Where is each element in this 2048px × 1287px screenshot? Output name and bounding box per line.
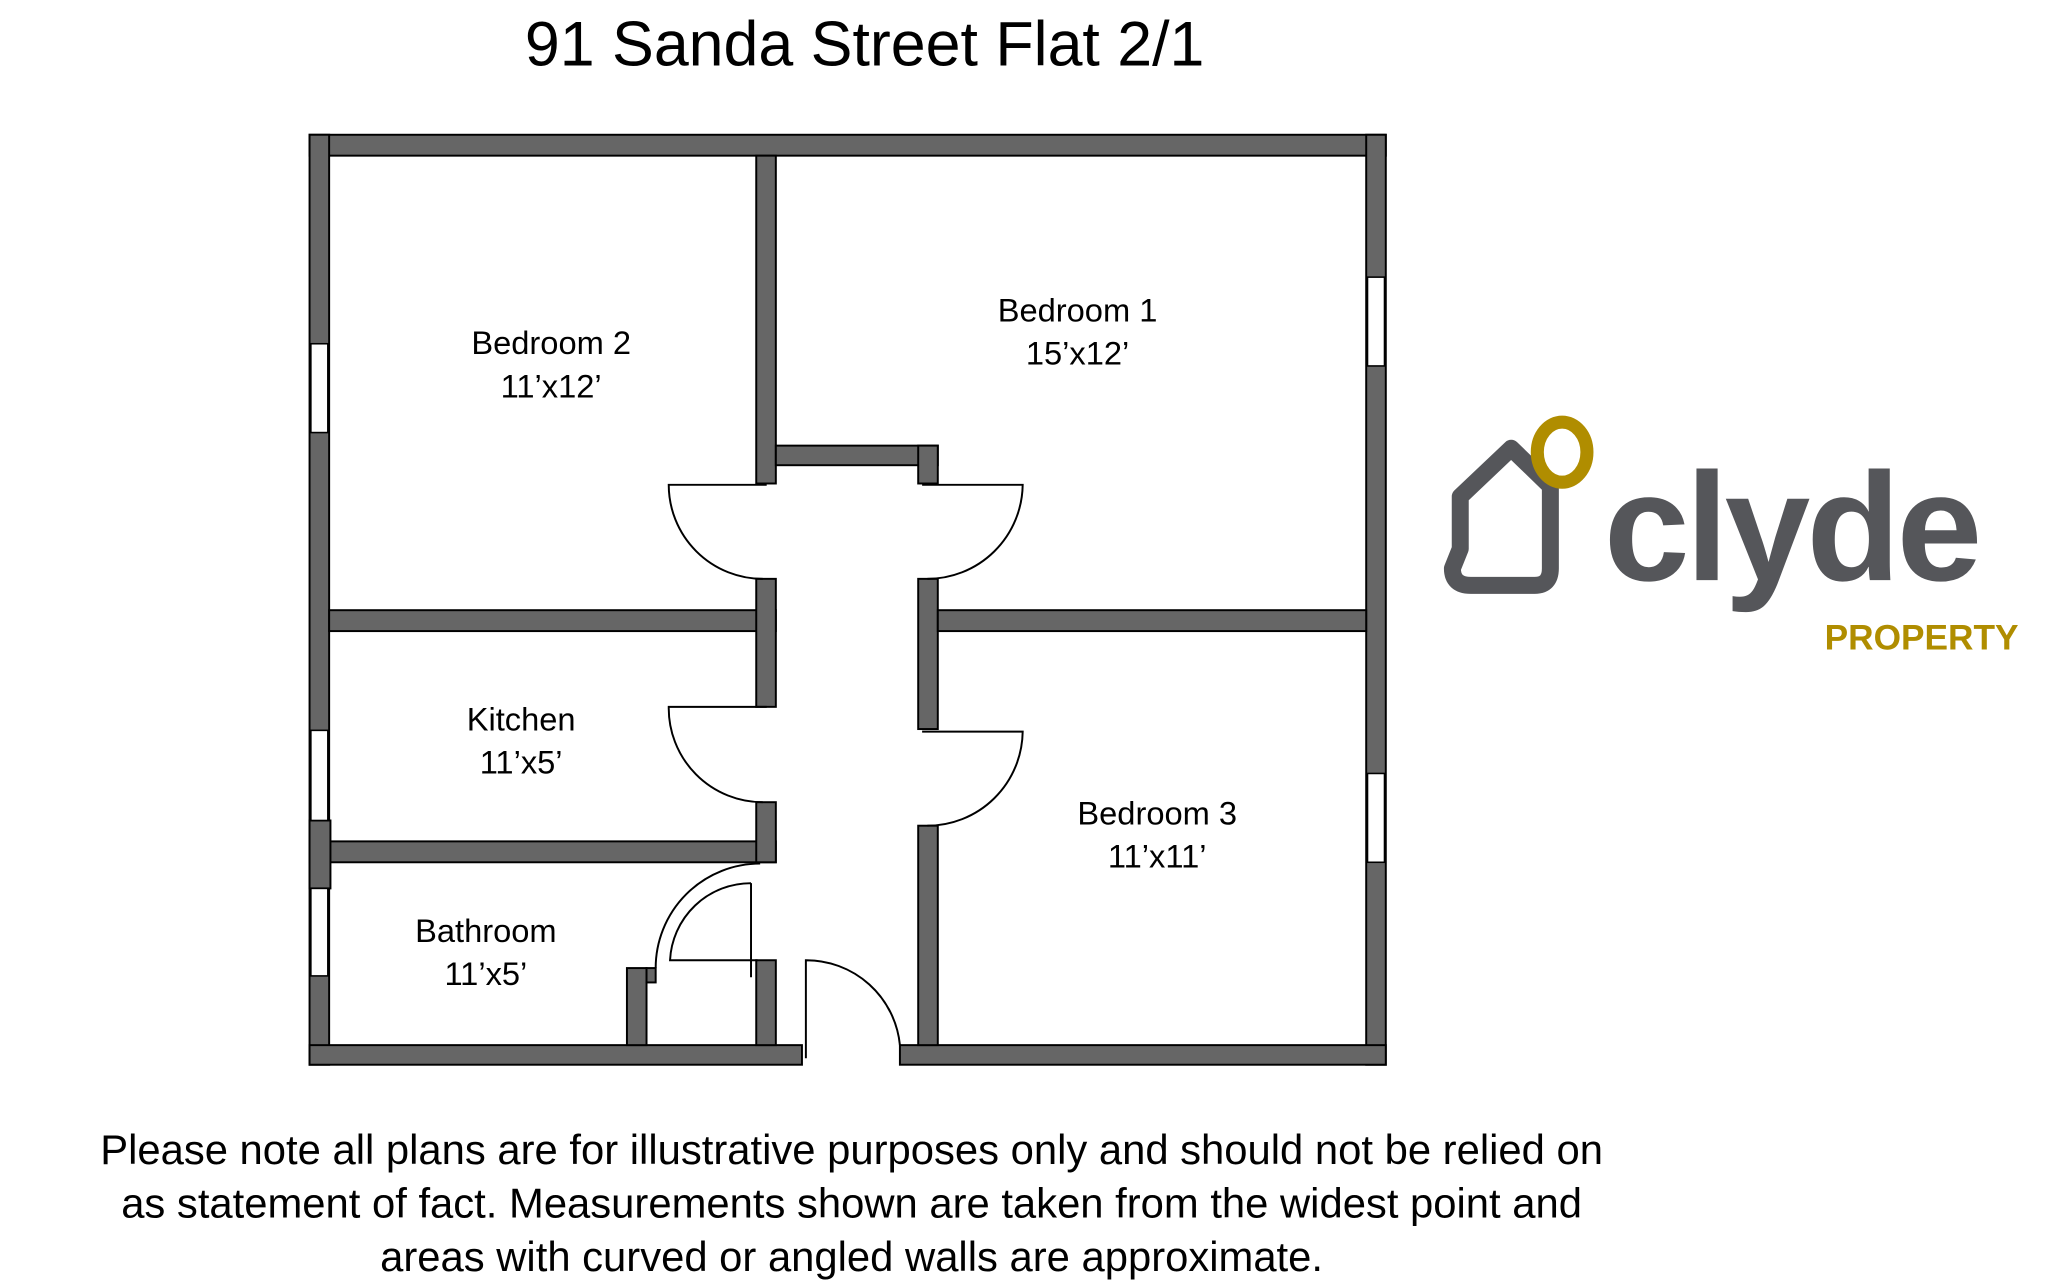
room-name: Bedroom 2	[471, 324, 631, 361]
window	[310, 729, 329, 822]
clyde-property-logo: clyde PROPERTY	[1443, 415, 2019, 657]
room-size: 11’x12’	[501, 367, 602, 404]
window	[1366, 276, 1386, 367]
disclaimer-line: areas with curved or angled walls are ap…	[380, 1233, 1323, 1280]
room-size: 11’x5’	[444, 955, 527, 992]
room-name: Kitchen	[467, 700, 576, 737]
door-entrance	[804, 959, 901, 1059]
door-bedroom-3	[922, 730, 1024, 827]
window	[1366, 772, 1386, 864]
window	[310, 342, 329, 434]
room-bedroom-3: Bedroom 3 11’x11’	[1077, 794, 1237, 874]
doors	[654, 483, 1024, 1059]
room-bedroom-2: Bedroom 2 11’x12’	[471, 324, 631, 404]
logo-sub: PROPERTY	[1825, 618, 2019, 657]
door-bedroom-1	[922, 483, 1024, 580]
walls	[308, 133, 1387, 1066]
window	[310, 887, 329, 977]
room-size: 15’x12’	[1026, 335, 1129, 372]
house-icon	[1443, 439, 1559, 594]
door-bedroom-2	[667, 483, 767, 580]
door-cupboard	[669, 882, 758, 978]
room-bathroom: Bathroom 11’x5’	[415, 912, 557, 992]
disclaimer: Please note all plans are for illustrati…	[100, 1126, 1603, 1280]
windows	[310, 276, 1386, 977]
door-bathroom	[654, 862, 761, 969]
disclaimer-line: Please note all plans are for illustrati…	[100, 1126, 1603, 1173]
door-kitchen	[667, 705, 767, 804]
room-size: 11’x11’	[1108, 837, 1207, 874]
logo-name: clyde	[1604, 440, 1979, 613]
plan-title: 91 Sanda Street Flat 2/1	[525, 10, 1205, 80]
room-size: 11’x5’	[480, 743, 563, 780]
room-name: Bathroom	[415, 912, 557, 949]
room-name: Bedroom 3	[1077, 794, 1237, 831]
room-name: Bedroom 1	[998, 292, 1158, 329]
room-kitchen: Kitchen 11’x5’	[467, 700, 576, 780]
room-bedroom-1: Bedroom 1 15’x12’	[998, 292, 1158, 372]
ring-icon	[1530, 415, 1594, 489]
disclaimer-line: as statement of fact. Measurements shown…	[121, 1180, 1582, 1227]
